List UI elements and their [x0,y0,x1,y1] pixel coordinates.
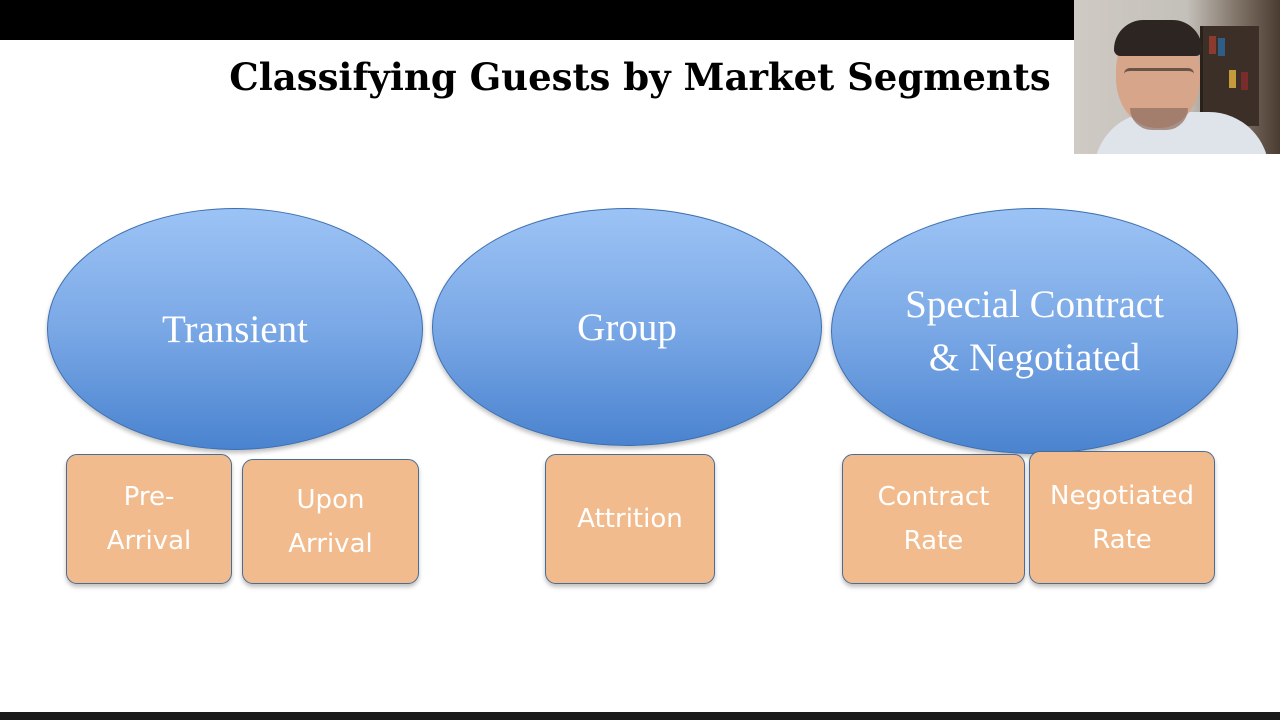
bottom-letterbox-bar [0,712,1280,720]
subcategory-box-negotiated-rate: Negotiated Rate [1029,451,1215,584]
webcam-book [1209,36,1216,54]
subcategory-box-attrition: Attrition [545,454,715,584]
presenter-beard [1130,108,1188,130]
subcategory-label-attrition: Attrition [577,504,683,534]
subcategory-label-contract-rate: Contract Rate [877,482,990,556]
presenter-webcam-video [1074,0,1280,154]
slide-title: Classifying Guests by Market Segments [229,55,1051,99]
subcategory-box-pre-arrival: Pre- Arrival [66,454,232,584]
presenter-hair [1114,20,1202,56]
top-letterbox-bar [0,0,1280,40]
subcategory-label-upon-arrival: Upon Arrival [288,484,373,559]
webcam-book [1241,72,1248,90]
subcategory-box-upon-arrival: Upon Arrival [242,459,419,584]
segment-oval-group: Group [432,208,822,446]
segment-label-special-contract: Special Contract & Negotiated [905,283,1164,379]
segment-label-transient: Transient [162,307,308,351]
segment-label-group: Group [577,305,677,349]
subcategory-label-negotiated-rate: Negotiated Rate [1050,480,1194,555]
segment-oval-transient: Transient [47,208,423,450]
subcategory-label-pre-arrival: Pre- Arrival [106,482,192,556]
webcam-book [1218,38,1225,56]
presenter-glasses [1124,68,1194,89]
webcam-bookshelf [1200,26,1259,126]
subcategory-box-contract-rate: Contract Rate [842,454,1025,584]
webcam-book [1229,70,1236,88]
segment-oval-special-contract: Special Contract & Negotiated [831,208,1238,454]
